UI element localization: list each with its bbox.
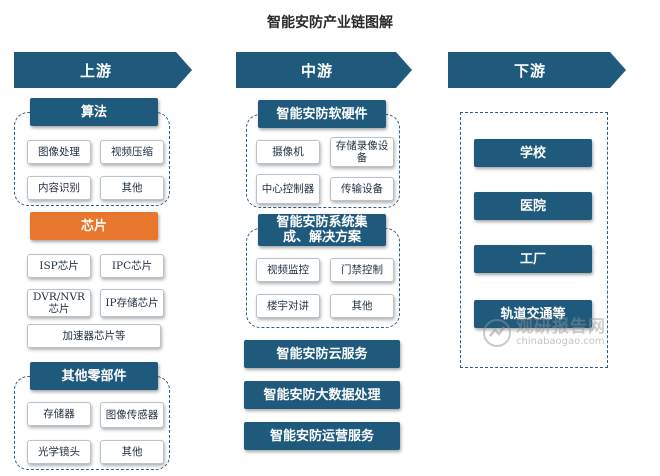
algorithm-item-other: 其他 (100, 176, 164, 200)
service-operations: 智能安防运营服务 (244, 422, 400, 450)
stage-arrow-midstream: 中游 (236, 52, 412, 88)
chip-header: 芯片 (30, 212, 158, 240)
stage-arrow-downstream: 下游 (448, 52, 626, 88)
chip-item-accelerator: 加速器芯片等 (27, 324, 161, 348)
watermark-logo-icon (483, 319, 511, 347)
watermark-text: 观研报告网 (516, 317, 606, 337)
chip-item-ipc: IPC芯片 (100, 254, 164, 278)
hardware-header: 智能安防软硬件 (258, 100, 386, 128)
integration-item-video-surveillance: 视频监控 (256, 258, 320, 282)
integration-item-intercom: 楼宇对讲 (256, 294, 320, 318)
stage-label-midstream: 中游 (300, 61, 333, 80)
parts-item-storage: 存储器 (27, 402, 91, 426)
integration-header: 智能安防系统集成、解决方案 (258, 214, 386, 246)
algorithm-item-video-compression: 视频压缩 (100, 140, 164, 164)
hardware-item-recorder: 存储录像设备 (330, 137, 394, 167)
stage-label-downstream: 下游 (513, 61, 546, 80)
algorithm-header: 算法 (30, 98, 158, 126)
page-title: 智能安防产业链图解 (267, 15, 393, 31)
integration-item-access-control: 门禁控制 (330, 258, 394, 282)
parts-item-optical-lens: 光学镜头 (27, 440, 91, 464)
parts-item-other: 其他 (100, 440, 164, 464)
chip-item-dvr-nvr: DVR/NVR芯片 (27, 289, 91, 317)
chip-item-ip-storage: IP存储芯片 (100, 289, 164, 317)
parts-header: 其他零部件 (30, 362, 158, 390)
service-cloud: 智能安防云服务 (244, 340, 400, 368)
algorithm-item-image-processing: 图像处理 (27, 140, 91, 164)
downstream-item-school: 学校 (474, 139, 592, 167)
hardware-item-central-controller: 中心控制器 (256, 174, 320, 204)
algorithm-item-content-recognition: 内容识别 (27, 176, 91, 200)
hardware-item-transmission: 传输设备 (330, 177, 394, 201)
service-big-data: 智能安防大数据处理 (244, 381, 400, 409)
chip-item-isp: ISP芯片 (27, 254, 91, 278)
stage-label-upstream: 上游 (79, 61, 112, 80)
parts-item-image-sensor: 图像传感器 (100, 402, 164, 428)
hardware-item-camera: 摄像机 (256, 140, 320, 164)
downstream-item-hospital: 医院 (474, 192, 592, 220)
downstream-item-factory: 工厂 (474, 245, 592, 273)
integration-item-other: 其他 (330, 294, 394, 318)
stage-arrow-upstream: 上游 (14, 52, 192, 88)
downstream-item-rail-transit: 轨道交通等 (474, 300, 592, 328)
downstream-group (460, 112, 608, 368)
watermark-url: chinabaogao.com (516, 336, 605, 347)
